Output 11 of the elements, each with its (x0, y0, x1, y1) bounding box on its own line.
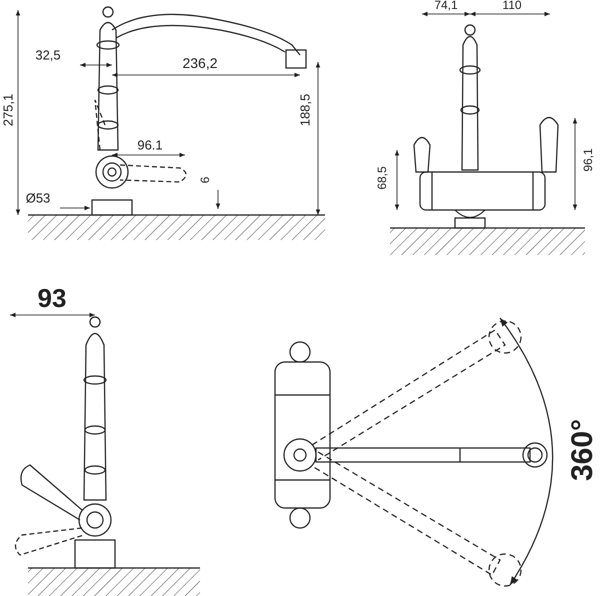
dimension-label: 96.1 (136, 138, 164, 152)
dimension-label: 236,2 (181, 56, 219, 70)
dimension-label: 68,5 (376, 165, 388, 191)
dimension-label: 32,5 (34, 48, 62, 62)
dimension-label: 275,1 (2, 92, 14, 128)
dimension-label: Ø53 (24, 192, 52, 204)
dimension-label: 74,1 (433, 0, 459, 11)
dimension-label: 110 (501, 0, 523, 11)
dimension-label: 6 (199, 176, 211, 184)
dimension-label: 188,5 (298, 92, 312, 128)
dimension-label: 96,1 (582, 147, 594, 173)
